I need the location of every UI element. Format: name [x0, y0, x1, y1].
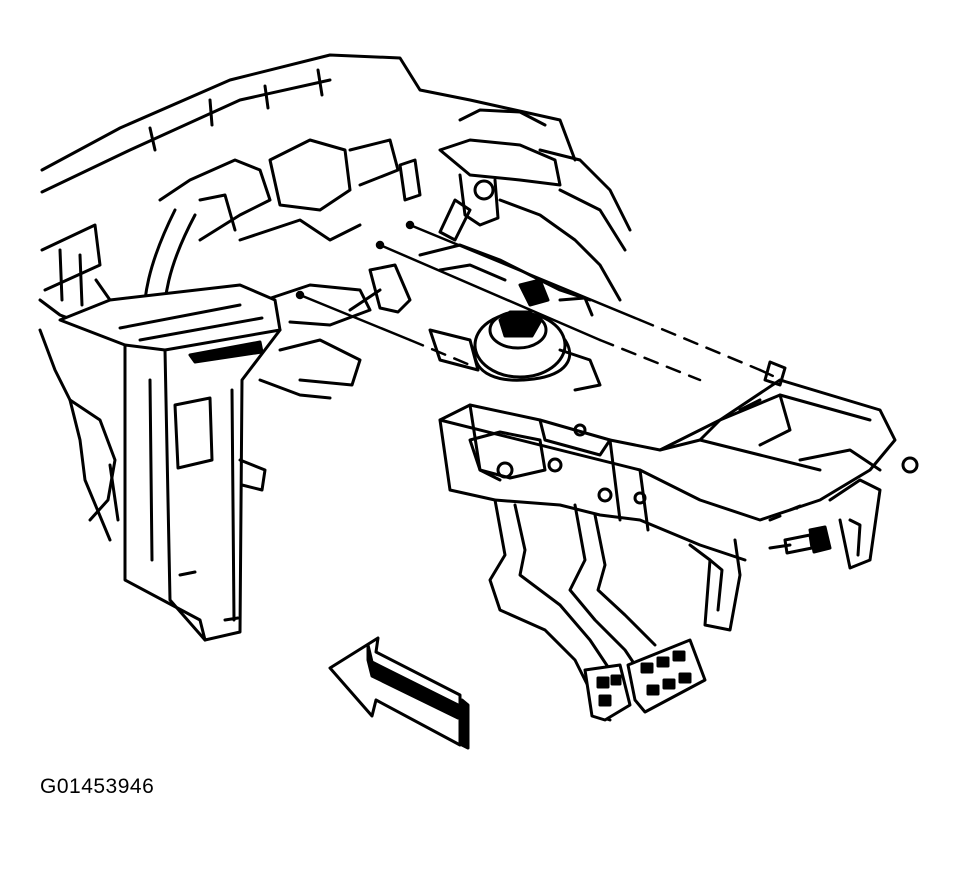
left-support-post [58, 283, 282, 642]
brake-booster [428, 310, 602, 392]
direction-arrow-icon [328, 636, 470, 750]
steering-column-support [348, 243, 594, 317]
pedal-bracket [438, 360, 919, 632]
clutch-pedal [488, 498, 632, 722]
mounting-bolt [768, 525, 832, 555]
upper-mount-bracket [438, 108, 632, 302]
figure-id-label: G01453946 [40, 775, 155, 798]
brake-pedal [568, 503, 707, 714]
